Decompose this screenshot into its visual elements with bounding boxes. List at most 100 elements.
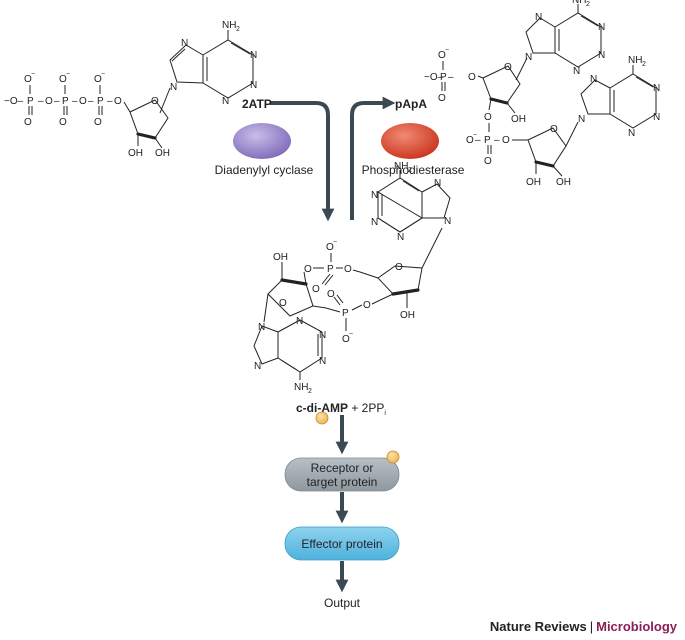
svg-text:−: −: [101, 71, 105, 78]
svg-text:N: N: [434, 178, 441, 189]
svg-text:2: 2: [586, 1, 590, 8]
svg-text:O: O: [550, 124, 558, 135]
svg-text:–: –: [494, 135, 500, 146]
svg-text:O: O: [24, 74, 32, 85]
svg-text:N: N: [250, 80, 257, 91]
svg-text:O: O: [438, 93, 446, 104]
svg-text:N: N: [525, 52, 532, 63]
svg-text:2: 2: [408, 167, 412, 174]
effector-label: Effector protein: [301, 537, 382, 551]
svg-text:–: –: [107, 96, 113, 107]
diadenylyl-cyclase-enzyme: [233, 123, 291, 159]
effector-node: [284, 526, 400, 561]
svg-text:O: O: [79, 96, 87, 107]
phosphodiesterase-enzyme: [381, 123, 439, 159]
svg-text:P: P: [27, 96, 34, 107]
svg-text:2: 2: [236, 26, 240, 33]
substrate-label: 2ATP: [242, 97, 272, 111]
svg-text:N: N: [250, 50, 257, 61]
svg-text:O: O: [45, 96, 53, 107]
journal-name: Nature Reviews: [489, 619, 587, 634]
svg-text:O: O: [327, 289, 335, 300]
svg-text:O: O: [466, 135, 474, 146]
svg-text:–: –: [475, 135, 481, 146]
hydrolase-label: Phosphodiesterase: [362, 163, 465, 177]
svg-text:2: 2: [308, 388, 312, 395]
svg-text:N: N: [181, 38, 188, 49]
svg-text:N: N: [170, 82, 177, 93]
svg-text:N: N: [590, 74, 597, 85]
credit-separator: |: [589, 619, 594, 634]
svg-text:N: N: [254, 361, 261, 372]
svg-text:O: O: [326, 242, 334, 253]
svg-text:O: O: [312, 284, 320, 295]
svg-text:−O–: −O–: [4, 96, 24, 107]
svg-text:OH: OH: [273, 252, 288, 263]
svg-text:N: N: [397, 232, 404, 243]
svg-text:2: 2: [642, 61, 646, 68]
svg-text:O: O: [24, 117, 32, 128]
svg-text:NH: NH: [222, 20, 236, 31]
svg-text:–: –: [72, 96, 78, 107]
svg-text:OH: OH: [556, 177, 571, 188]
svg-text:−: −: [31, 71, 35, 78]
svg-text:O: O: [59, 74, 67, 85]
svg-text:–: –: [448, 72, 454, 83]
c-di-amp-ligand: [315, 411, 329, 425]
atp-molecule: NH 2 N N N N N O OH OH O −O– P – O – P –…: [4, 20, 257, 159]
svg-text:NH: NH: [572, 0, 586, 6]
svg-text:N: N: [598, 50, 605, 61]
synthesis-arrow: [270, 101, 335, 222]
journal-section: Microbiology: [596, 619, 677, 634]
triphosphate: −O– P – O – P – O – P – O− O− O− O O O: [4, 71, 113, 128]
hydrolysis-arrow: [350, 96, 396, 220]
svg-text:N: N: [444, 216, 451, 227]
svg-text:P: P: [97, 96, 104, 107]
svg-text:O: O: [484, 112, 492, 123]
c-di-amp-molecule: NH 2 N N N N N O OH O O P O O− O P O− O: [253, 161, 451, 395]
receptor-label-line2: target protein: [307, 475, 378, 489]
svg-text:O: O: [59, 117, 67, 128]
receptor-label-line1: Receptor or: [311, 461, 374, 475]
svg-text:−: −: [445, 47, 449, 54]
svg-text:O: O: [151, 96, 159, 107]
svg-text:N: N: [371, 190, 378, 201]
svg-text:NH: NH: [394, 161, 408, 172]
svg-text:O: O: [438, 50, 446, 61]
svg-text:–: –: [38, 96, 44, 107]
svg-text:N: N: [258, 322, 265, 333]
synthase-label: Diadenylyl cyclase: [215, 163, 314, 177]
svg-text:–: –: [54, 96, 60, 107]
c-di-amp-label: c-di-AMP + 2PPi: [296, 401, 386, 417]
svg-text:O: O: [344, 264, 352, 275]
svg-text:N: N: [319, 356, 326, 367]
svg-text:O: O: [484, 156, 492, 167]
svg-text:−: −: [473, 132, 477, 139]
svg-text:O: O: [502, 135, 510, 146]
svg-text:N: N: [598, 22, 605, 33]
svg-text:OH: OH: [511, 114, 526, 125]
svg-text:OH: OH: [128, 148, 143, 159]
svg-text:N: N: [628, 128, 635, 139]
svg-text:N: N: [653, 112, 660, 123]
svg-text:O: O: [342, 334, 350, 345]
svg-text:P: P: [440, 72, 447, 83]
svg-text:P: P: [327, 264, 334, 275]
svg-text:N: N: [578, 114, 585, 125]
svg-text:N: N: [296, 316, 303, 327]
svg-text:P: P: [484, 135, 491, 146]
svg-text:N: N: [371, 217, 378, 228]
receptor-node: [284, 457, 400, 492]
journal-credit: Nature Reviews|Microbiology: [490, 619, 677, 634]
svg-text:O: O: [504, 62, 512, 73]
svg-text:OH: OH: [400, 310, 415, 321]
svg-text:N: N: [222, 96, 229, 107]
svg-text:O: O: [94, 74, 102, 85]
svg-text:OH: OH: [155, 148, 170, 159]
svg-text:−: −: [66, 71, 70, 78]
svg-text:−: −: [349, 331, 353, 338]
svg-text:N: N: [319, 330, 326, 341]
svg-text:O: O: [304, 264, 312, 275]
output-label: Output: [324, 596, 361, 610]
